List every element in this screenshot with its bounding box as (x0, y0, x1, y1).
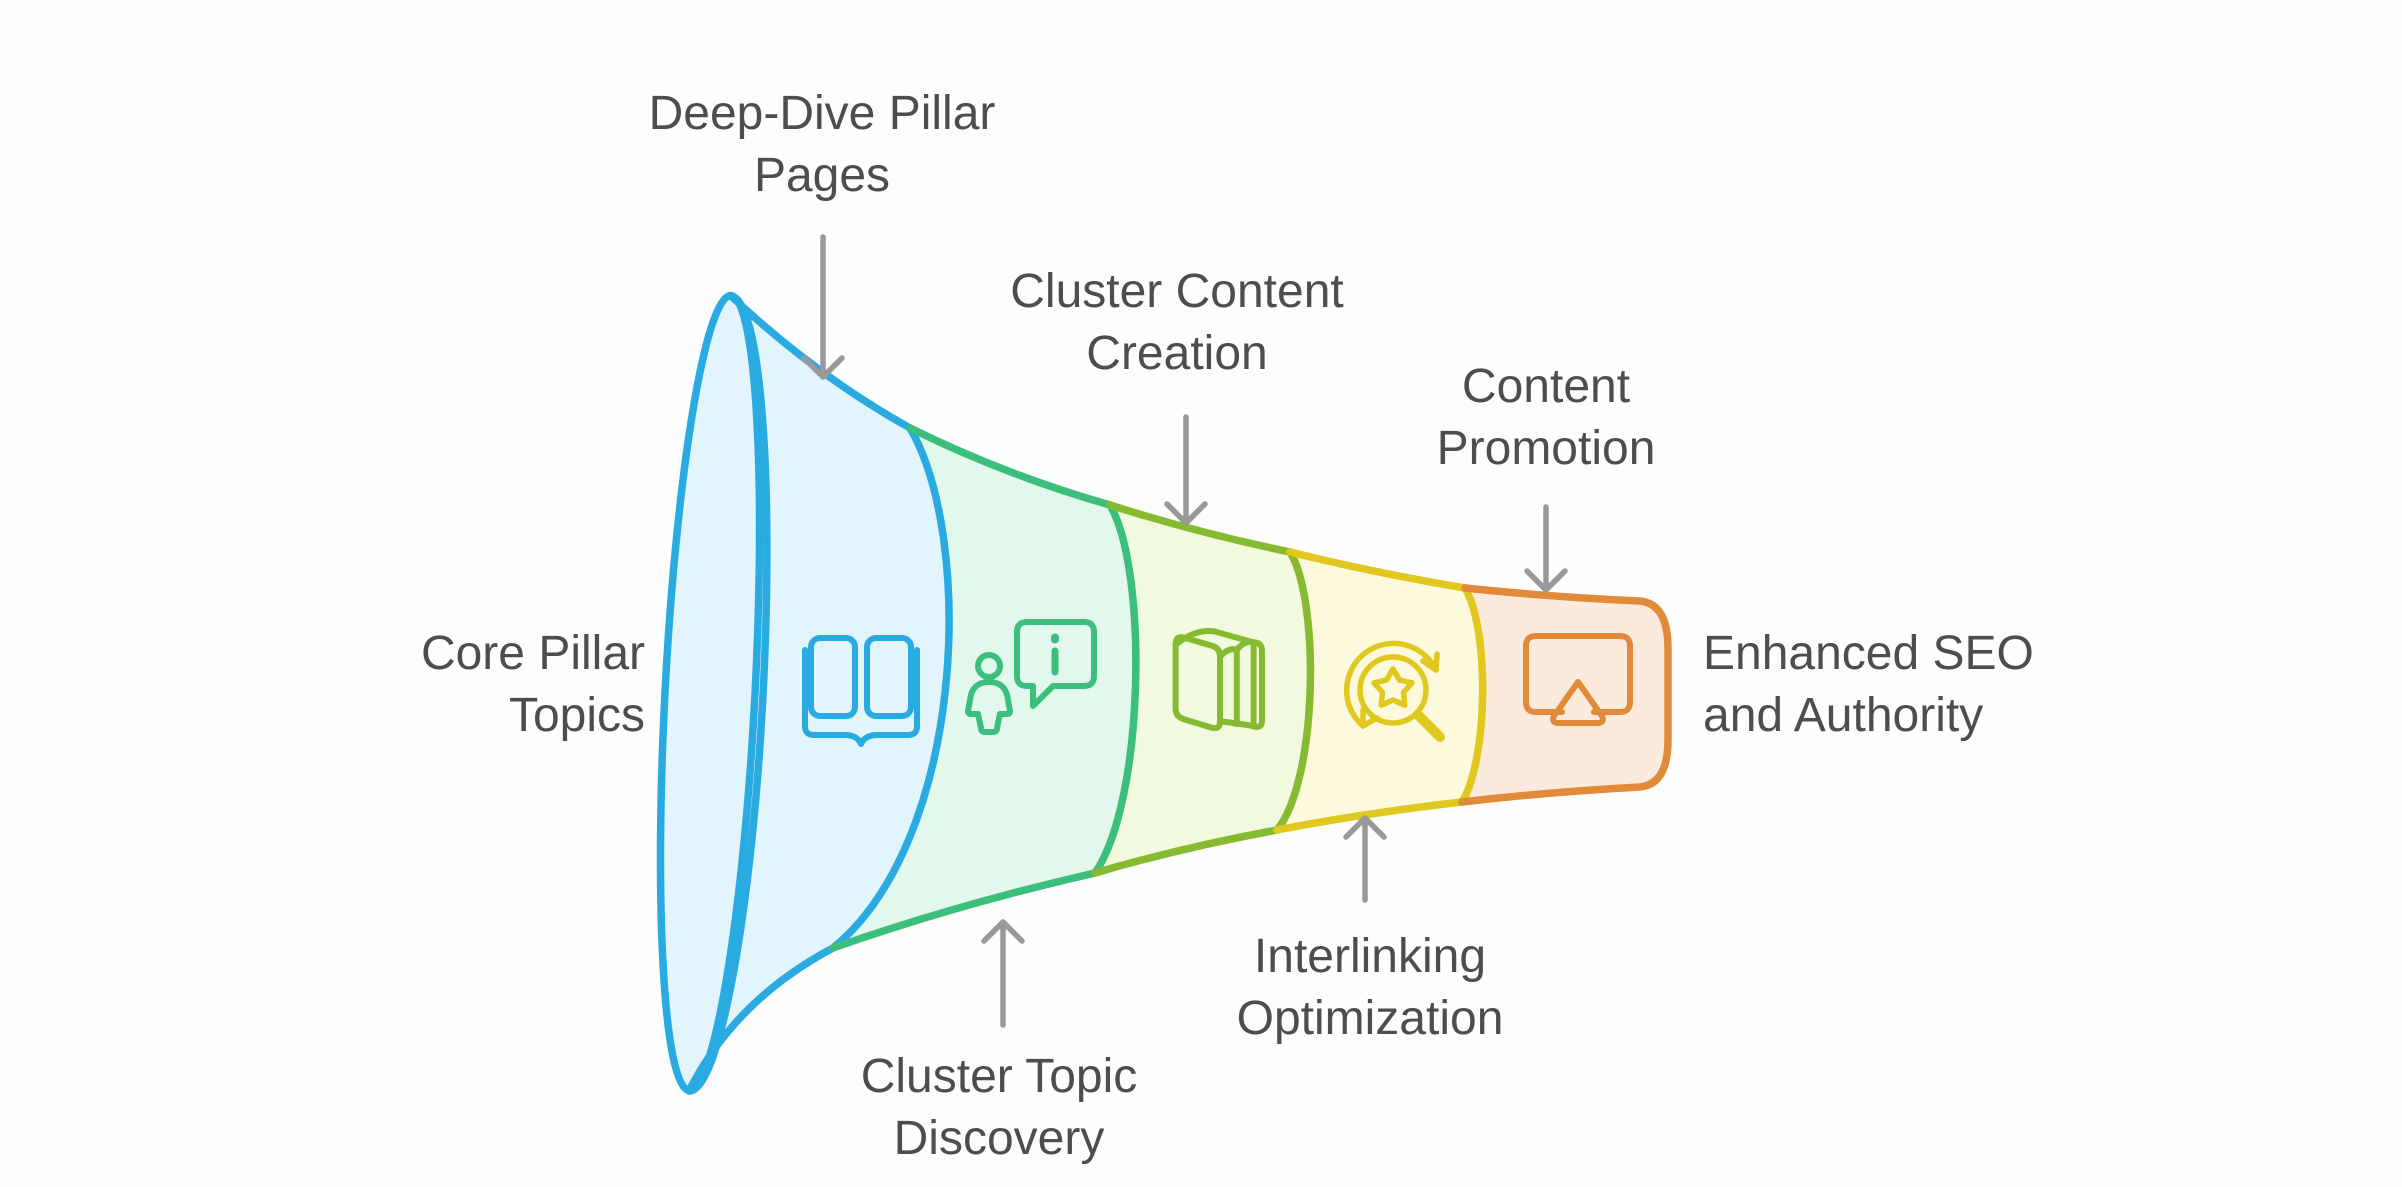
book-left-page (808, 635, 858, 719)
stage-1-right-boundary (829, 424, 953, 952)
arrow-down-content-promotion-icon (1524, 504, 1568, 593)
arrow-up-interlinking-icon (1343, 815, 1387, 903)
stage-3-top-edge (1106, 501, 1294, 556)
screen-triangle (1550, 679, 1606, 726)
funnel-stage-2-body (833, 428, 1136, 948)
funnel-fills (656, 291, 1668, 1095)
book-cover (802, 647, 920, 747)
star-search-refresh-icon (1343, 640, 1445, 742)
arrow-down-deep-dive-icon (801, 234, 845, 380)
stage-4-right-boundary (1458, 584, 1487, 806)
label-cluster-topic-discovery: Cluster Topic Discovery (861, 1046, 1138, 1170)
funnel-stage-1-outline (685, 292, 953, 1095)
screen-frame (1523, 633, 1633, 715)
screen-share-icon (1523, 633, 1633, 726)
funnel-stage-1-body (689, 296, 950, 1092)
funnel-stage-3-outline (1091, 501, 1315, 877)
funnel-stage-5-body (1462, 588, 1668, 802)
funnel-stage-4-outline (1273, 548, 1487, 834)
stage-3-bottom-edge (1091, 826, 1281, 877)
funnel-stage-3-body (1095, 505, 1311, 873)
label-line: Deep-Dive Pillar (648, 87, 996, 140)
stage-2-top-edge (906, 424, 1114, 509)
refresh-arrowhead-bottom (1360, 707, 1380, 729)
stage-4-top-edge (1286, 548, 1469, 592)
label-line: and Authority (1703, 689, 1984, 742)
label-cluster-content-creation: Cluster Content Creation (1010, 261, 1344, 385)
magnifier-lens (1357, 654, 1429, 726)
label-content-promotion: Content Promotion (1437, 356, 1656, 480)
label-line: Cluster Content (1010, 265, 1344, 318)
label-line: Creation (1086, 327, 1268, 380)
label-interlinking-optimization: Interlinking Optimization (1237, 926, 1504, 1050)
label-line: Discovery (893, 1112, 1105, 1165)
stage-1-bottom-edge (685, 944, 837, 1095)
booklet-page-3 (1233, 638, 1257, 730)
book-right-page (864, 635, 914, 719)
star-shape (1371, 666, 1415, 708)
person-info-bubble-icon (965, 619, 1097, 735)
label-enhanced-seo-authority: Enhanced SEO and Authority (1703, 623, 2034, 747)
funnel-stage-2-outline (829, 424, 1140, 952)
label-line: Topics (508, 689, 645, 742)
label-core-pillar-topics: Core Pillar Topics (421, 623, 645, 747)
stage-2-bottom-edge (829, 869, 1099, 952)
booklet-cover (1172, 628, 1266, 730)
label-line: Cluster Topic (860, 1050, 1138, 1103)
stage-5-cap-edge (1458, 584, 1672, 806)
person-head (975, 652, 1003, 680)
stage-3-right-boundary (1273, 548, 1315, 834)
booklet-pages-icon (1172, 628, 1266, 732)
funnel-stage-5-outline (1458, 584, 1672, 806)
stage-2-right-boundary (1091, 501, 1140, 877)
speech-bubble (1014, 619, 1097, 709)
booklet-page-2 (1217, 646, 1240, 728)
label-line: Enhanced SEO (1703, 627, 2034, 680)
arrow-up-cluster-topic-icon (981, 919, 1025, 1028)
open-book-icon (802, 635, 920, 747)
callout-arrows (801, 234, 1568, 1028)
stage-4-bottom-edge (1273, 798, 1466, 834)
funnel-outlines (685, 292, 1672, 1095)
refresh-arrowhead-top (1420, 651, 1440, 673)
label-deep-dive-pillar-pages: Deep-Dive Pillar Pages (649, 83, 996, 207)
arrow-down-cluster-content-icon (1164, 414, 1208, 526)
refresh-arc (1343, 640, 1439, 729)
label-line: Core Pillar (420, 627, 645, 680)
label-line: Interlinking (1253, 930, 1487, 983)
label-line: Optimization (1236, 992, 1504, 1045)
stage-icons (802, 619, 1633, 747)
person-body (965, 679, 1013, 735)
magnifier-handle (1413, 710, 1445, 742)
label-line: Pages (753, 149, 891, 202)
label-line: Promotion (1436, 422, 1656, 475)
label-line: Content (1461, 360, 1631, 413)
